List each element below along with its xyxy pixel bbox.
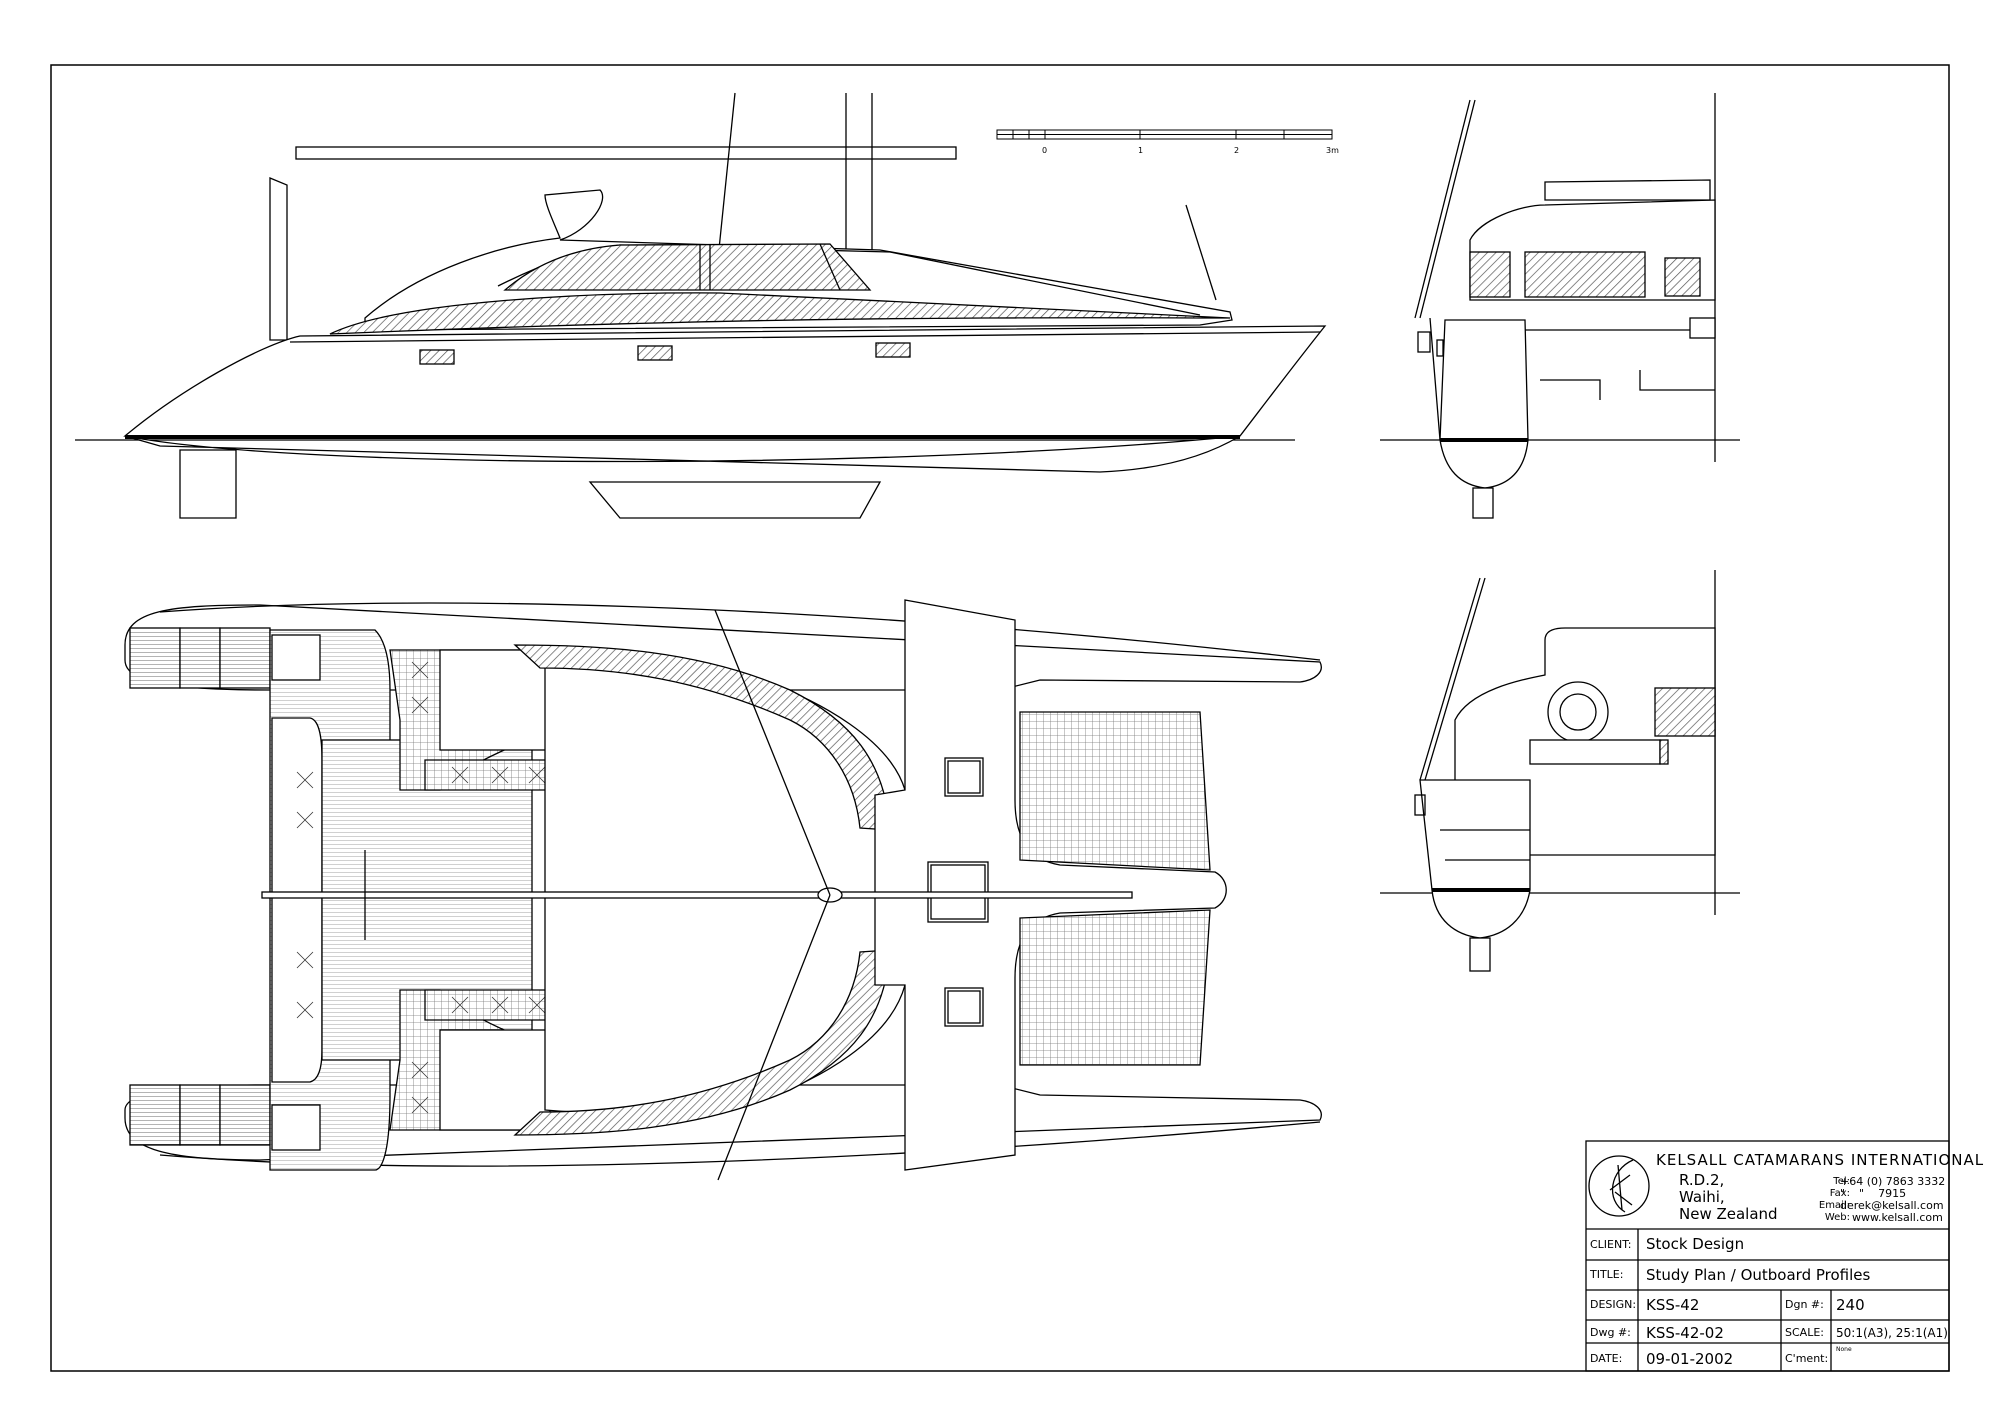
contact-key-tel: Tel: bbox=[1833, 1176, 1850, 1187]
scale-label-0: 0 bbox=[1042, 146, 1048, 155]
date-label: DATE: bbox=[1590, 1352, 1623, 1365]
drawing-border bbox=[50, 64, 1950, 1372]
scale-label-1: 1 bbox=[1138, 146, 1144, 155]
scale-label-2: 2 bbox=[1234, 146, 1240, 155]
dwg-label: Dwg #: bbox=[1590, 1326, 1631, 1339]
design-label: DESIGN: bbox=[1590, 1298, 1637, 1311]
contact-fax: " " 7915 bbox=[1840, 1187, 1907, 1200]
comment-value: None bbox=[1836, 1346, 1852, 1353]
design-value: KSS-42 bbox=[1646, 1296, 1700, 1314]
scale-bar bbox=[996, 129, 1333, 140]
contact-key-web: Web: bbox=[1824, 1212, 1850, 1223]
address-line-3: New Zealand bbox=[1679, 1205, 1778, 1223]
scale-value: 50:1(A3), 25:1(A1) bbox=[1836, 1326, 1948, 1340]
dgn-label: Dgn #: bbox=[1785, 1298, 1824, 1311]
title-block-frame bbox=[1585, 1140, 1950, 1372]
address-line-2: Waihi, bbox=[1679, 1188, 1725, 1206]
stern-view bbox=[1380, 93, 1740, 519]
dgn-value: 240 bbox=[1836, 1296, 1865, 1314]
contact-email: derek@kelsall.com bbox=[1840, 1199, 1944, 1212]
contact-key-email: Email: bbox=[1818, 1200, 1850, 1211]
comment-label: C'ment: bbox=[1785, 1352, 1829, 1365]
company-name: KELSALL CATAMARANS INTERNATIONAL bbox=[1656, 1151, 1985, 1169]
address-line-1: R.D.2, bbox=[1679, 1171, 1725, 1189]
contact-web: www.kelsall.com bbox=[1852, 1211, 1943, 1224]
scale-label-3m: 3m bbox=[1326, 146, 1339, 155]
dwg-value: KSS-42-02 bbox=[1646, 1324, 1724, 1342]
scale-label: SCALE: bbox=[1785, 1326, 1824, 1339]
title-label: TITLE: bbox=[1590, 1268, 1624, 1281]
title-value: Study Plan / Outboard Profiles bbox=[1646, 1266, 1871, 1284]
client-value: Stock Design bbox=[1646, 1235, 1745, 1253]
bow-view bbox=[1380, 570, 1740, 972]
date-value: 09-01-2002 bbox=[1646, 1350, 1734, 1368]
contact-key-fax: Fax: bbox=[1829, 1188, 1850, 1199]
client-label: CLIENT: bbox=[1590, 1238, 1632, 1251]
contact-tel: +64 (0) 7863 3332 bbox=[1840, 1175, 1946, 1188]
side-profile bbox=[75, 92, 1327, 519]
plan-view bbox=[124, 599, 1322, 1181]
